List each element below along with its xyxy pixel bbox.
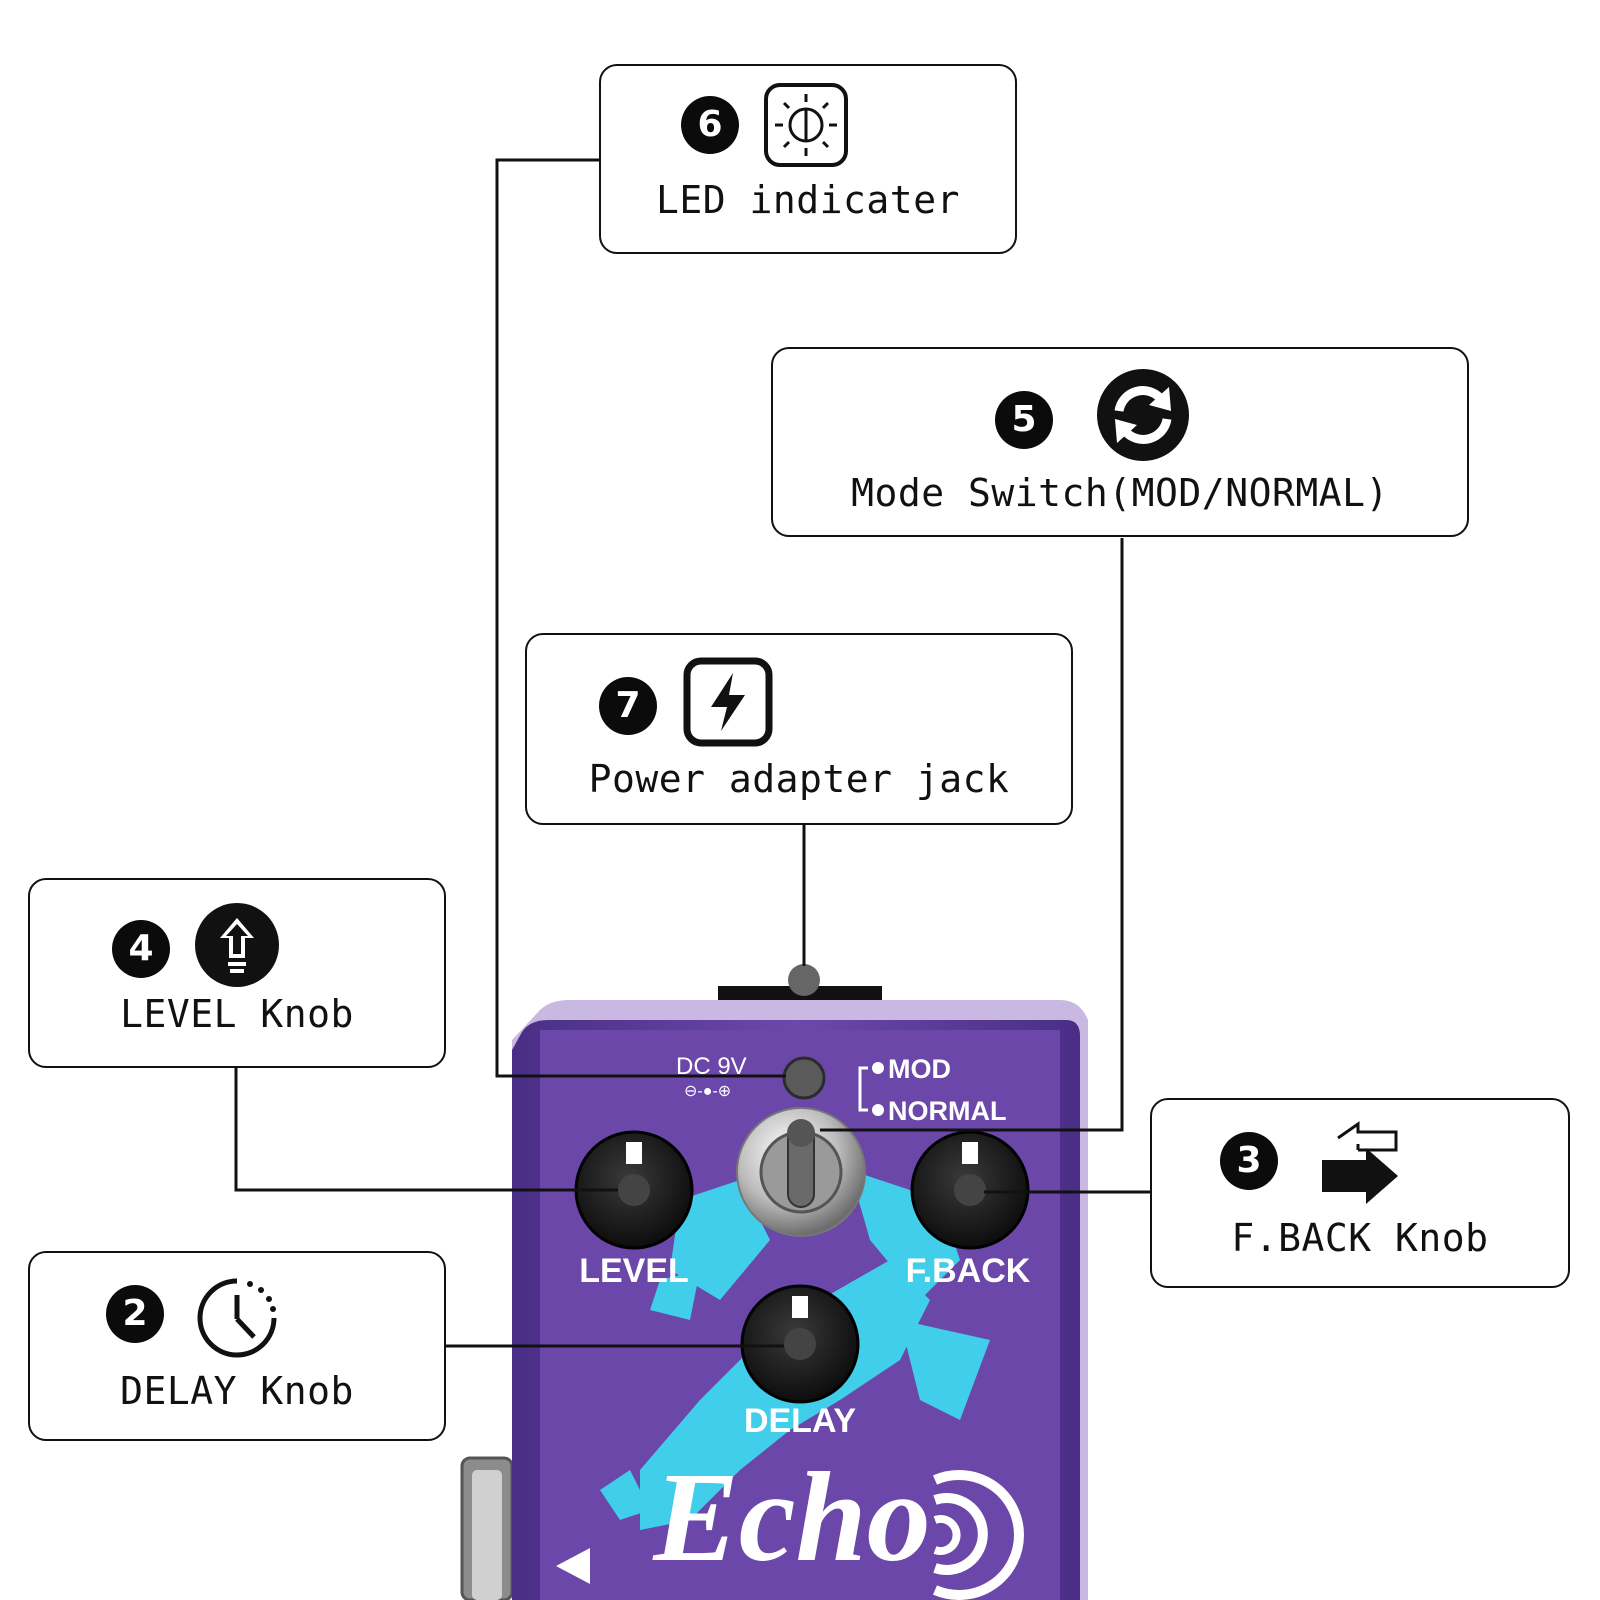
swap-arrows-icon: [1322, 1121, 1398, 1204]
connector-level: [234, 1068, 618, 1192]
lightning-bolt-icon: [683, 657, 773, 747]
callout-number-badge: 5: [995, 391, 1053, 449]
echo-brand-logo: Echo: [652, 1446, 1024, 1600]
callout-level-knob: 4 LEVEL Knob: [28, 878, 446, 1068]
svg-text:Echo: Echo: [652, 1446, 930, 1588]
dc-power-jack[interactable]: [782, 1056, 826, 1100]
connector-led: [495, 158, 786, 1078]
delay-knob[interactable]: [740, 1284, 860, 1404]
polarity-label: ⊖-●-⊕: [684, 1083, 731, 1100]
callout-feedback-knob: 3 F.BACK Knob: [1150, 1098, 1570, 1288]
connector-lines: [234, 158, 1150, 1348]
direction-triangle: [556, 1548, 590, 1584]
level-knob-label: LEVEL: [579, 1252, 689, 1290]
level-knob[interactable]: [574, 1130, 694, 1250]
callout-label: Power adapter jack: [588, 757, 1010, 801]
clock-icon: [197, 1278, 277, 1358]
connector-mode: [820, 538, 1124, 1132]
feedback-knob-label: F.BACK: [906, 1252, 1031, 1290]
callout-label: LED indicater: [656, 178, 960, 222]
callout-label: Mode Switch(MOD/NORMAL): [851, 471, 1389, 515]
callout-mode-switch: 5 Mode Switch(MOD/NORMAL): [771, 347, 1469, 537]
callout-label: DELAY Knob: [120, 1369, 354, 1413]
callout-number-badge: 3: [1220, 1132, 1278, 1190]
side-jack: [460, 1456, 514, 1600]
callout-power-jack: 7 Power adapter jack: [525, 633, 1073, 825]
led-light-icon: [764, 83, 848, 167]
power-pointer-dot: [788, 964, 820, 996]
refresh-cycle-icon: [1097, 369, 1189, 461]
callout-led-indicator: 6 LED indicater: [599, 64, 1017, 254]
mode-option-normal: NORMAL: [888, 1096, 1006, 1126]
callout-number-badge: 2: [106, 1285, 164, 1343]
callout-number-badge: 4: [112, 920, 170, 978]
delay-knob-label: DELAY: [744, 1402, 856, 1440]
callout-number-badge: 6: [681, 96, 739, 154]
callout-number-badge: 7: [599, 677, 657, 735]
callout-label: F.BACK Knob: [1231, 1216, 1489, 1260]
mode-dot-2: [872, 1104, 884, 1116]
mode-dot-1: [872, 1062, 884, 1074]
mode-toggle-switch[interactable]: [736, 1107, 866, 1237]
callout-delay-knob: 2 DELAY Knob: [28, 1251, 446, 1441]
mode-bracket: [858, 1066, 868, 1112]
feedback-knob[interactable]: [910, 1130, 1030, 1250]
callout-label: LEVEL Knob: [120, 992, 354, 1036]
mode-option-mod: MOD: [888, 1054, 951, 1084]
up-arrow-bulb-icon: [195, 903, 279, 987]
